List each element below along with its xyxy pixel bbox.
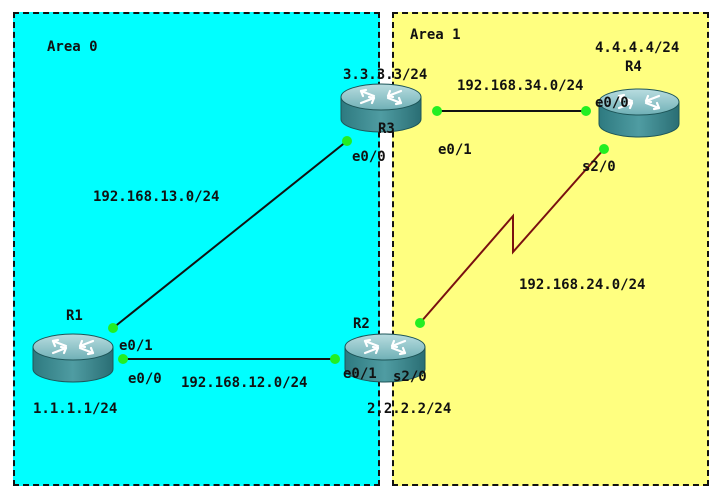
r4-loopback: 4.4.4.4/24 (595, 40, 680, 56)
r3-loopback: 3.3.3.3/24 (343, 67, 428, 83)
area-1-label: Area 1 (410, 27, 461, 43)
r2-e0-1-dot (330, 354, 340, 364)
r4-if-s2-0: s2/0 (582, 159, 616, 175)
r2-loopback: 2.2.2.2/24 (367, 401, 452, 417)
link-r1-r3 (112, 140, 348, 329)
r4-e0-0-dot (581, 106, 591, 116)
area-0-region (13, 12, 380, 486)
r3-e0-0-dot (342, 136, 352, 146)
link-r2-r4-serial (419, 148, 605, 324)
r3-name: R3 (378, 121, 395, 137)
r1-if-e0-1: e0/1 (119, 338, 153, 354)
r4-s2-0-dot (599, 144, 609, 154)
router-r1[interactable] (31, 332, 115, 384)
r2-if-e0-1: e0/1 (343, 366, 377, 382)
r1-loopback: 1.1.1.1/24 (33, 401, 118, 417)
r3-if-e0-1: e0/1 (438, 142, 472, 158)
r4-name: R4 (625, 59, 642, 75)
r4-if-e0-0: e0/0 (595, 95, 629, 111)
r3-e0-1-dot (432, 106, 442, 116)
subnet-r1-r3: 192.168.13.0/24 (93, 189, 220, 205)
r2-name: R2 (353, 316, 370, 332)
r1-name: R1 (66, 308, 83, 324)
r2-if-s2-0: s2/0 (393, 369, 427, 385)
r1-e0-0-dot (118, 354, 128, 364)
r1-e0-1-dot (108, 323, 118, 333)
subnet-r2-r4: 192.168.24.0/24 (519, 277, 646, 293)
r3-if-e0-0: e0/0 (352, 149, 386, 165)
subnet-r1-r2: 192.168.12.0/24 (181, 375, 308, 391)
subnet-r3-r4: 192.168.34.0/24 (457, 78, 584, 94)
area-0-label: Area 0 (47, 39, 98, 55)
r2-s2-0-dot (415, 318, 425, 328)
r1-if-e0-0: e0/0 (128, 371, 162, 387)
